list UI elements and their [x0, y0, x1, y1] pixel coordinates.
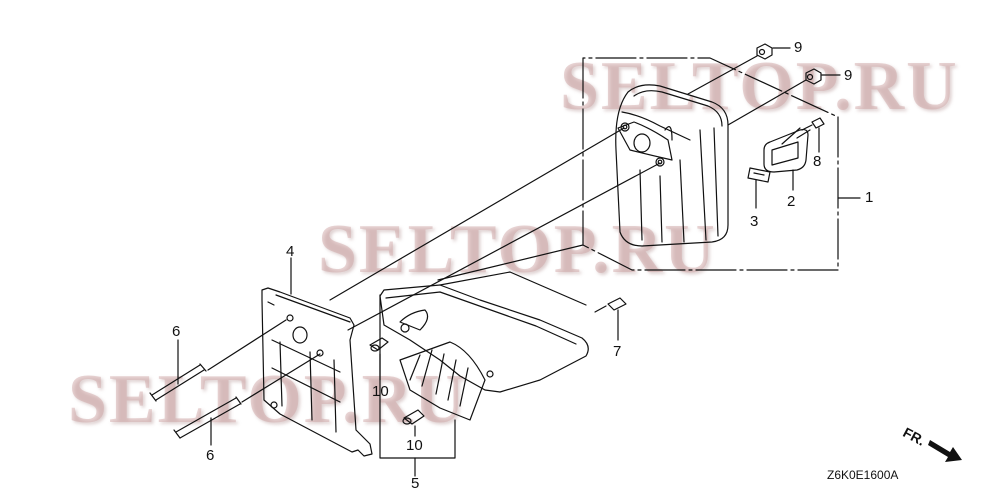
protector-plate-2 [763, 127, 811, 173]
callout-6-upper: 6 [172, 323, 181, 340]
leader-muffler-lower [347, 162, 661, 331]
bracket-5 [379, 294, 456, 459]
muffler-protector-5 [379, 284, 589, 421]
callout-7: 7 [613, 343, 622, 360]
label-plate-3 [747, 167, 771, 183]
front-direction-arrow-icon [928, 440, 962, 462]
drawing-code: Z6K0E1600A [827, 468, 899, 482]
assembly-bracket-1 [582, 57, 839, 271]
leader-muffler-upper [329, 127, 625, 301]
callout-10-lower: 10 [406, 437, 423, 454]
bolt-7 [594, 297, 627, 313]
nut-9-right [805, 68, 822, 85]
leader-nut-9-right [727, 79, 807, 126]
collar-10-lower [402, 409, 425, 425]
callout-9-top: 9 [794, 39, 803, 56]
collar-10-upper [369, 337, 389, 352]
callout-5: 5 [411, 475, 420, 492]
stud-6-lower [173, 353, 321, 439]
heat-plate-4 [261, 287, 373, 457]
bracket-5-top [439, 271, 587, 306]
callout-3: 3 [750, 213, 759, 230]
callout-6-lower: 6 [206, 447, 215, 464]
callout-8: 8 [813, 153, 822, 170]
nut-9-top [756, 43, 773, 60]
screw-8 [801, 117, 825, 131]
callout-2: 2 [787, 193, 796, 210]
callout-9-right: 9 [844, 67, 853, 84]
callout-4: 4 [286, 243, 295, 260]
callout-1: 1 [865, 189, 874, 206]
leader-nut-9-top [687, 55, 758, 95]
leader-bracket [437, 244, 584, 281]
muffler-body [615, 84, 729, 247]
stud-6-upper [149, 319, 287, 402]
callout-10-upper: 10 [372, 383, 389, 400]
